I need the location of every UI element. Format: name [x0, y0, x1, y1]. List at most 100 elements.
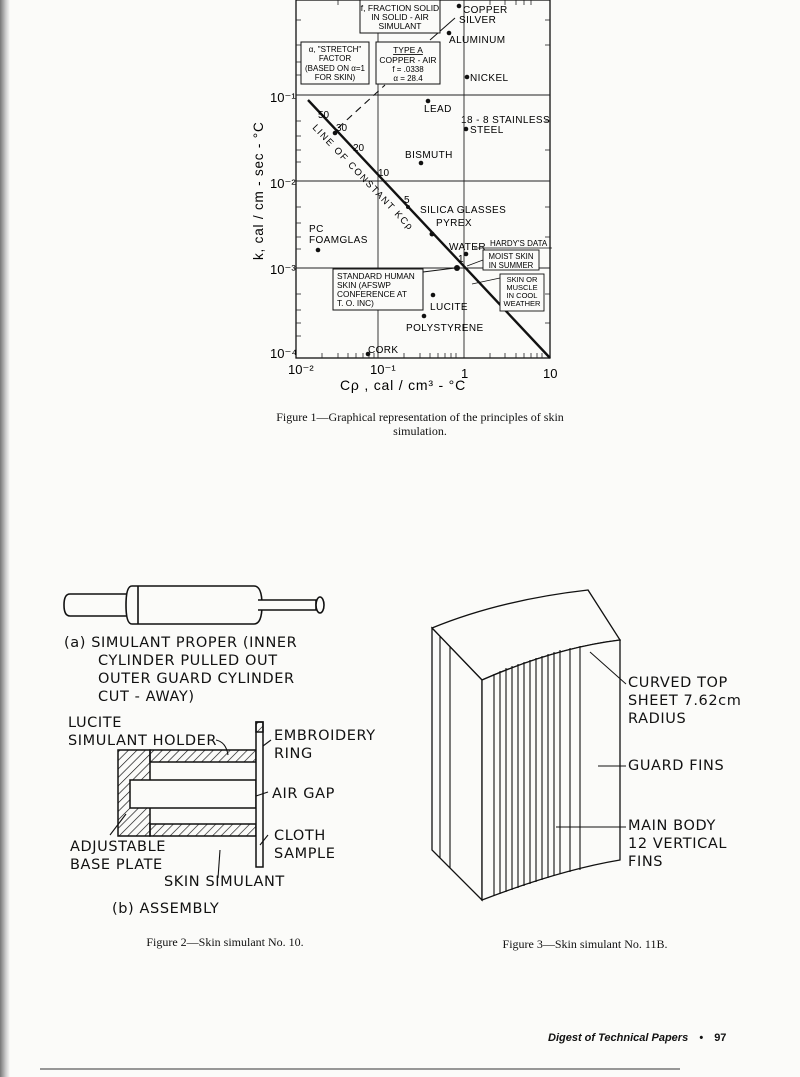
dashed-guide: [337, 84, 386, 129]
embroidery-line-2: RING: [274, 746, 313, 762]
lucite-line-2: SIMULANT HOLDER: [68, 733, 218, 749]
point-bismuth: [418, 160, 424, 166]
minor-ticks: [296, 0, 550, 358]
page-footer: Digest of Technical Papers • 97: [548, 1032, 726, 1044]
box-stretch-line-2: FACTOR: [319, 54, 352, 63]
figure-1-caption: Figure 1—Graphical representation of the…: [210, 410, 630, 438]
box-human-line-1: STANDARD HUMAN: [337, 271, 415, 281]
box-f-line-3: SIMULANT: [379, 21, 422, 31]
box-f-line-1: f, FRACTION SOLID: [361, 3, 439, 13]
base-plate-line-2: BASE PLATE: [70, 857, 163, 873]
material-points: [315, 3, 470, 357]
figure-2-drawing: [63, 585, 325, 625]
alpha-1: 1: [458, 254, 464, 265]
label-bismuth: BISMUTH: [405, 150, 453, 161]
label-copper: COPPER: [463, 5, 508, 16]
label-pc-1: PC: [309, 224, 324, 235]
x-axis-label: Cρ , cal / cm³ - °C: [340, 377, 466, 393]
y-tick-2: 10⁻²: [270, 176, 296, 191]
box-moist-line-1: MOIST SKIN: [489, 252, 534, 261]
figure-1-chart: 10⁻¹ 10⁻² 10⁻³ 10⁻⁴ 10⁻² 10⁻¹ 1 10 Cρ , …: [251, 0, 557, 393]
label-silver: SILVER: [459, 15, 496, 26]
box-stretch-line-3: (BASED ON α=1: [305, 64, 366, 73]
x-tick-3: 1: [461, 366, 468, 381]
fig3-leaders: [556, 651, 627, 828]
label-lucite: LUCITE: [430, 302, 468, 313]
label-stainless-2: STEEL: [470, 125, 504, 136]
box-human-line-4: T. O. INC): [337, 298, 374, 308]
y-tick-3: 10⁻³: [270, 262, 296, 277]
plot-frame: [295, 0, 551, 359]
y-tick-4: 10⁻⁴: [270, 346, 297, 361]
f-guide-line: [429, 17, 456, 41]
point-water: [463, 251, 469, 257]
base-plate-line-1: ADJUSTABLE: [70, 839, 167, 855]
label-curved-top: CURVED TOP SHEET 7.62cm RADIUS: [628, 674, 741, 728]
curved-line-3: RADIUS: [628, 711, 687, 727]
constant-kcp-label: LINE OF CONSTANT KCρ: [310, 122, 416, 233]
label-polystyrene: POLYSTYRENE: [406, 323, 484, 334]
point-pc: [315, 247, 321, 253]
x-tick-4: 10: [543, 366, 557, 381]
simulant-proper-drawing: [63, 585, 325, 625]
box-stretch-line-4: FOR SKIN): [315, 73, 356, 82]
cloth-line-2: SAMPLE: [274, 846, 336, 862]
figure-1-caption-line-2: simulation.: [393, 424, 447, 438]
box-human-skin: [332, 268, 424, 311]
point-polystyrene: [421, 313, 427, 319]
fig2-a-line-3: OUTER GUARD CYLINDER: [98, 671, 295, 687]
alpha-20: 20: [353, 143, 365, 154]
figure-3-caption: Figure 3—Skin simulant No. 11B.: [502, 937, 668, 951]
label-skin-simulant: SKIN SIMULANT: [164, 874, 285, 890]
fig2-a-label: (a) SIMULANT PROPER (INNER CYLINDER PULL…: [64, 634, 404, 706]
x-tick-2: 10⁻¹: [370, 362, 396, 377]
block-front-face: [481, 639, 621, 901]
label-cork: CORK: [368, 345, 399, 356]
label-assembly: (b) ASSEMBLY: [112, 901, 220, 917]
embroidery-line-1: EMBROIDERY: [274, 728, 376, 744]
label-embroidery-ring: EMBROIDERY RING: [274, 727, 376, 763]
main-body-line-3: FINS: [628, 854, 664, 870]
holder-top-wall: [149, 749, 257, 763]
label-stainless-1: 18 - 8 STAINLESS: [461, 115, 550, 126]
fin-block: [430, 589, 622, 902]
footer-bullet: •: [699, 1032, 704, 1044]
alpha-30: 30: [336, 123, 348, 134]
point-aluminum: [446, 30, 452, 36]
muscle-leader: [471, 277, 501, 285]
y-axis-label: k, cal / cm - sec - °C: [251, 121, 266, 260]
label-air-gap: AIR GAP: [272, 786, 335, 802]
figure-1-caption-line-1: Figure 1—Graphical representation of the…: [276, 410, 564, 424]
page-number: 97: [714, 1032, 727, 1044]
point-skin: [454, 265, 460, 271]
bottom-edge: [40, 1068, 680, 1070]
label-nickel: NICKEL: [470, 73, 509, 84]
label-water: WATER: [449, 242, 486, 253]
box-muscle-line-1: SKIN OR: [507, 275, 538, 284]
binding-edge: [0, 0, 10, 1077]
moist-leader: [466, 259, 484, 267]
point-alpha-5: [406, 205, 410, 209]
holder-bottom-wall: [149, 823, 257, 837]
fig2-a-line-4: CUT - AWAY): [98, 689, 195, 705]
curved-line-1: CURVED TOP: [628, 675, 728, 691]
label-base-plate: ADJUSTABLE BASE PLATE: [70, 838, 166, 874]
cloth-line-1: CLOTH: [274, 828, 326, 844]
box-human-line-3: CONFERENCE AT: [337, 289, 407, 299]
box-fraction-solid: [359, 0, 441, 34]
assembly-drawing: [109, 721, 272, 879]
x-tick-1: 10⁻²: [288, 362, 314, 377]
point-alpha-30: [332, 130, 338, 136]
lucite-line-1: LUCITE: [68, 715, 122, 731]
journal-name: Digest of Technical Papers: [548, 1032, 689, 1044]
fig2-a-line-1: (a) SIMULANT PROPER (INNER: [64, 635, 298, 651]
point-copper: [456, 3, 462, 9]
guard-fins: [439, 636, 581, 872]
human-skin-leader: [422, 267, 456, 273]
point-pyrex: [429, 231, 435, 237]
assembly-parts: [117, 721, 264, 868]
label-main-body: MAIN BODY 12 VERTICAL FINS: [628, 817, 727, 871]
box-human-line-2: SKIN (AFSWP: [337, 280, 391, 290]
alpha-50: 50: [318, 110, 330, 121]
box-stretch-factor: [300, 41, 370, 85]
